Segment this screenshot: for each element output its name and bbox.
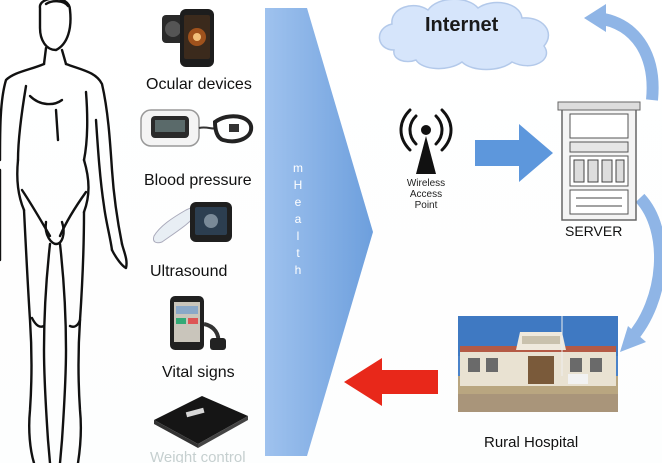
blood-pressure-label: Blood pressure [144,172,252,190]
weight-scale-icon [146,392,252,448]
server-label: SERVER [565,223,622,239]
ocular-devices-label: Ocular devices [146,76,252,94]
vital-signs-phone-icon [162,294,230,352]
mhealth-letter: t [288,245,308,262]
human-body-icon [0,0,140,463]
wireless-access-point-label: Wireless Access Point [390,178,462,211]
mhealth-letter: H [288,177,308,194]
blood-pressure-monitor-icon [137,104,257,152]
mhealth-letter: l [288,228,308,245]
mhealth-letter: h [288,262,308,279]
ultrasound-label: Ultrasound [150,263,227,281]
ultrasound-device-icon [150,196,240,248]
ocular-device-icon [158,5,220,71]
blue-arrow-to-server [475,120,555,186]
red-arrow-to-devices [342,356,442,408]
rural-hospital-label: Rural Hospital [484,434,578,451]
hospital-photo [458,316,618,412]
mhealth-letter: m [288,160,308,177]
mhealth-letter: e [288,194,308,211]
server-rack-icon [556,100,642,224]
internet-label: Internet [425,14,498,37]
wifi-tower-icon [398,106,454,176]
vital-signs-label: Vital signs [162,364,235,382]
weight-control-label: Weight control [150,449,246,463]
mhealth-letter: a [288,211,308,228]
